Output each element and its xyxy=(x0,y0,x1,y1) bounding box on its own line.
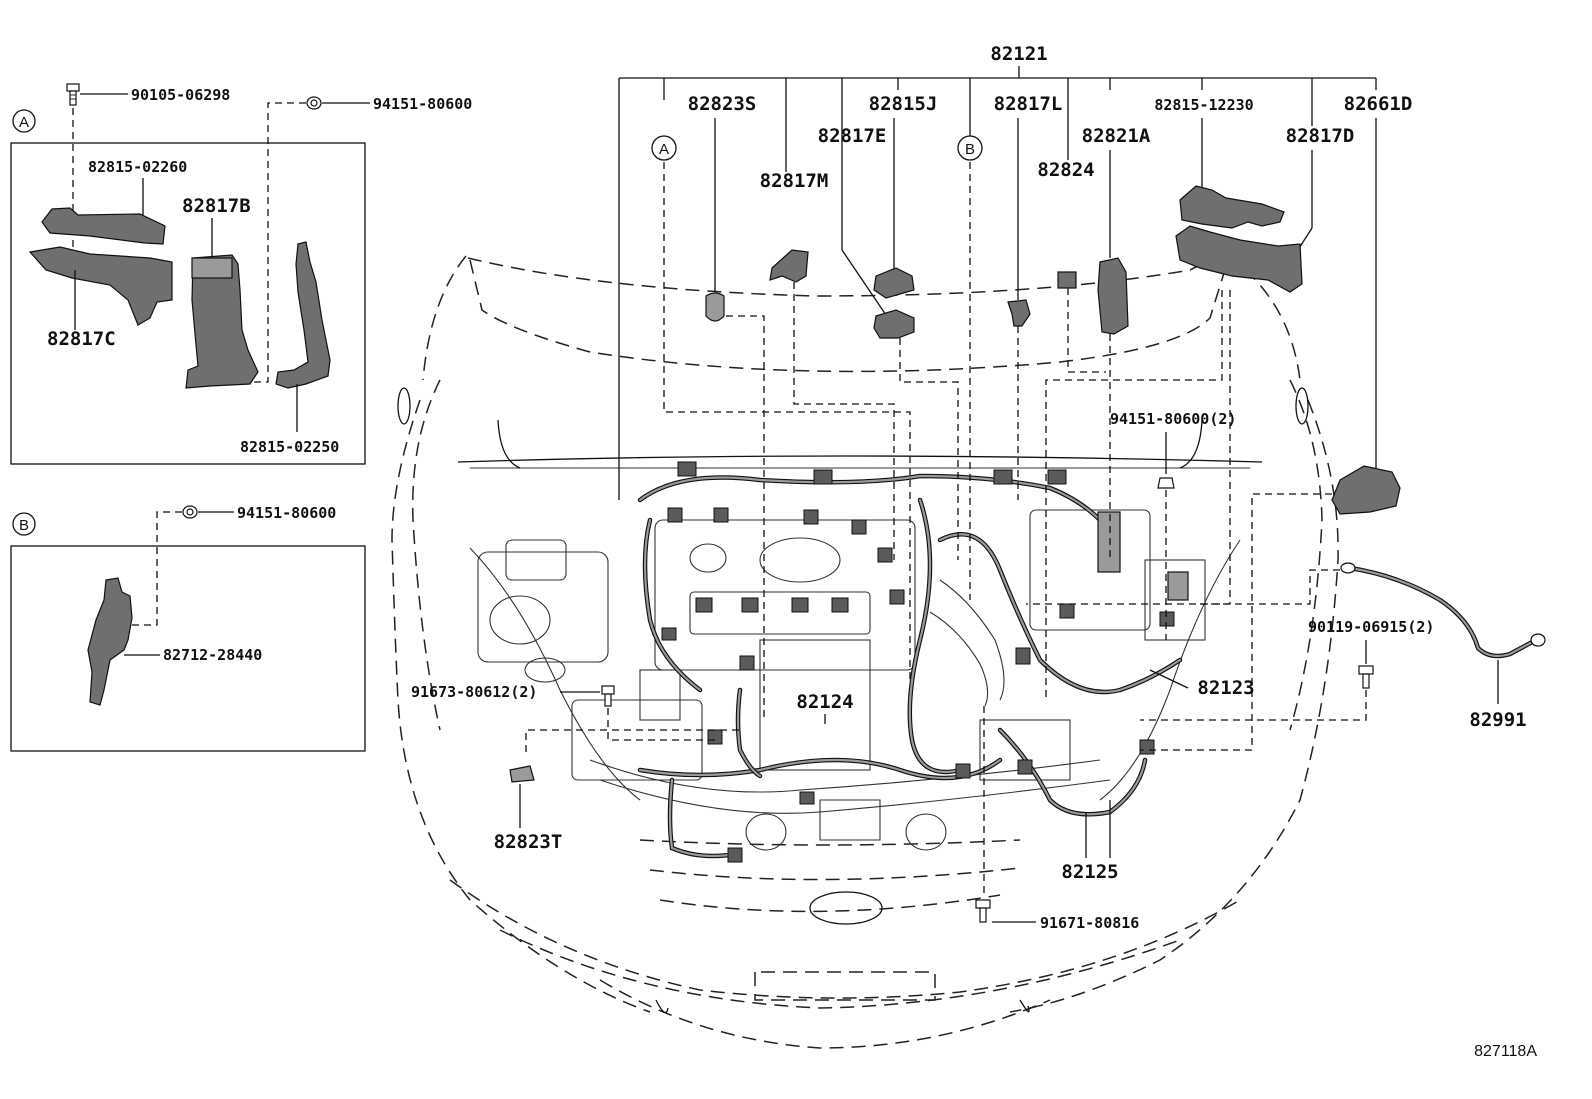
callout-82821A: 82821A xyxy=(1082,125,1151,560)
callout-82817L: 82817L xyxy=(994,93,1063,500)
bracket-b-part xyxy=(185,254,259,389)
clip-icon xyxy=(182,505,198,519)
label-82817B: 82817B xyxy=(182,195,251,217)
label-90119-06915-2: 90119-06915(2) xyxy=(1308,618,1434,636)
label-82121: 82121 xyxy=(990,43,1047,65)
relay-block-82661D-part xyxy=(1331,465,1401,515)
car-front-outline xyxy=(391,253,1339,1049)
inset-b-marker: B xyxy=(19,517,29,534)
label-82815J: 82815J xyxy=(869,93,938,115)
marker-a-main: A xyxy=(651,135,911,680)
label-82125: 82125 xyxy=(1061,861,1118,883)
callout-91673-80612-2: 91673-80612(2) xyxy=(411,683,716,741)
callout-94151-80600-2: 94151-80600(2) xyxy=(1110,410,1236,640)
diagram-ref-code: 827118A xyxy=(1474,1043,1537,1060)
callout-82824: 82824 xyxy=(1037,159,1106,373)
label-82824: 82824 xyxy=(1037,159,1094,181)
inset-b-frame xyxy=(10,545,366,752)
label-91671-80816: 91671-80816 xyxy=(1040,914,1139,932)
clamp-82815J-part xyxy=(873,267,915,299)
callout-82815J: 82815J xyxy=(869,93,938,299)
callout-82124: 82124 xyxy=(796,691,854,724)
engine-bay xyxy=(477,461,1206,863)
label-82817C: 82817C xyxy=(47,328,116,350)
callout-82123: 82123 xyxy=(1149,669,1255,699)
inset-a-frame xyxy=(10,142,366,465)
bolt-icon xyxy=(66,83,80,106)
inset-a: A 90105-06298 94151-80600 82815-02260 82… xyxy=(10,83,472,465)
label-82815-02260: 82815-02260 xyxy=(88,158,187,176)
label-82817L: 82817L xyxy=(994,93,1063,115)
callout-82991: 82991 xyxy=(1200,562,1546,731)
inset-b: B 94151-80600 82712-28440 xyxy=(10,504,366,752)
clip-82817L-part xyxy=(1007,299,1031,327)
bolt-icon xyxy=(975,899,991,923)
label-82817E: 82817E xyxy=(818,125,887,147)
label-82815-12230: 82815-12230 xyxy=(1154,96,1253,114)
label-82817M: 82817M xyxy=(760,170,829,192)
block-82824-part xyxy=(1057,271,1077,289)
callout-82817E: 82817E xyxy=(818,125,959,560)
cover-lower-part xyxy=(28,246,173,326)
relay-box-82821A-part xyxy=(1097,257,1129,335)
label-82817D: 82817D xyxy=(1286,125,1355,147)
clamp-82817E-part xyxy=(873,309,915,339)
marker-b-label: B xyxy=(965,141,975,158)
callout-91671-80816: 91671-80816 xyxy=(975,706,1139,932)
label-82823T: 82823T xyxy=(494,831,563,853)
marker-b-main: B xyxy=(957,135,983,600)
bracket-82712-part xyxy=(87,577,133,706)
label-82661D: 82661D xyxy=(1344,93,1413,115)
cover-82815-12230-part xyxy=(1179,185,1285,229)
label-82712-28440: 82712-28440 xyxy=(163,646,262,664)
callout-82661D: 82661D xyxy=(1140,93,1413,751)
callout-82125: 82125 xyxy=(1061,800,1119,883)
callout-82823T: 82823T xyxy=(494,729,740,853)
cover-upper-part xyxy=(41,207,166,245)
callout-82823S: 82823S xyxy=(688,93,765,720)
label-82124: 82124 xyxy=(796,691,853,713)
label-94151-80600-a: 94151-80600 xyxy=(373,95,472,113)
label-82123: 82123 xyxy=(1197,677,1254,699)
label-94151-80600-2: 94151-80600(2) xyxy=(1110,410,1236,428)
marker-a-label: A xyxy=(659,141,669,158)
grommet-82823T-part xyxy=(509,765,535,783)
callout-82121: 82121 xyxy=(618,43,1377,500)
clip-icon xyxy=(1157,477,1175,489)
clamp-82817M-part xyxy=(769,249,809,283)
bolt-icon xyxy=(1358,665,1374,689)
grommet-icon xyxy=(705,292,725,322)
callout-82817M: 82817M xyxy=(760,170,895,560)
protector-part xyxy=(275,241,331,389)
label-82821A: 82821A xyxy=(1082,125,1151,147)
callout-82815-12230: 82815-12230 xyxy=(1154,96,1285,229)
label-82823S: 82823S xyxy=(688,93,757,115)
callout-90119-06915-2: 90119-06915(2) xyxy=(1140,618,1434,721)
clip-icon xyxy=(306,96,322,110)
label-91673-80612-2: 91673-80612(2) xyxy=(411,683,537,701)
label-82815-02250: 82815-02250 xyxy=(240,438,339,456)
label-82991: 82991 xyxy=(1469,709,1526,731)
ground-cable-part xyxy=(1347,565,1539,659)
inset-a-marker: A xyxy=(19,114,29,131)
bracket-82817D-part xyxy=(1175,225,1303,293)
label-90105-06298: 90105-06298 xyxy=(131,86,230,104)
label-94151-80600-b: 94151-80600 xyxy=(237,504,336,522)
bolt-icon xyxy=(601,685,615,707)
